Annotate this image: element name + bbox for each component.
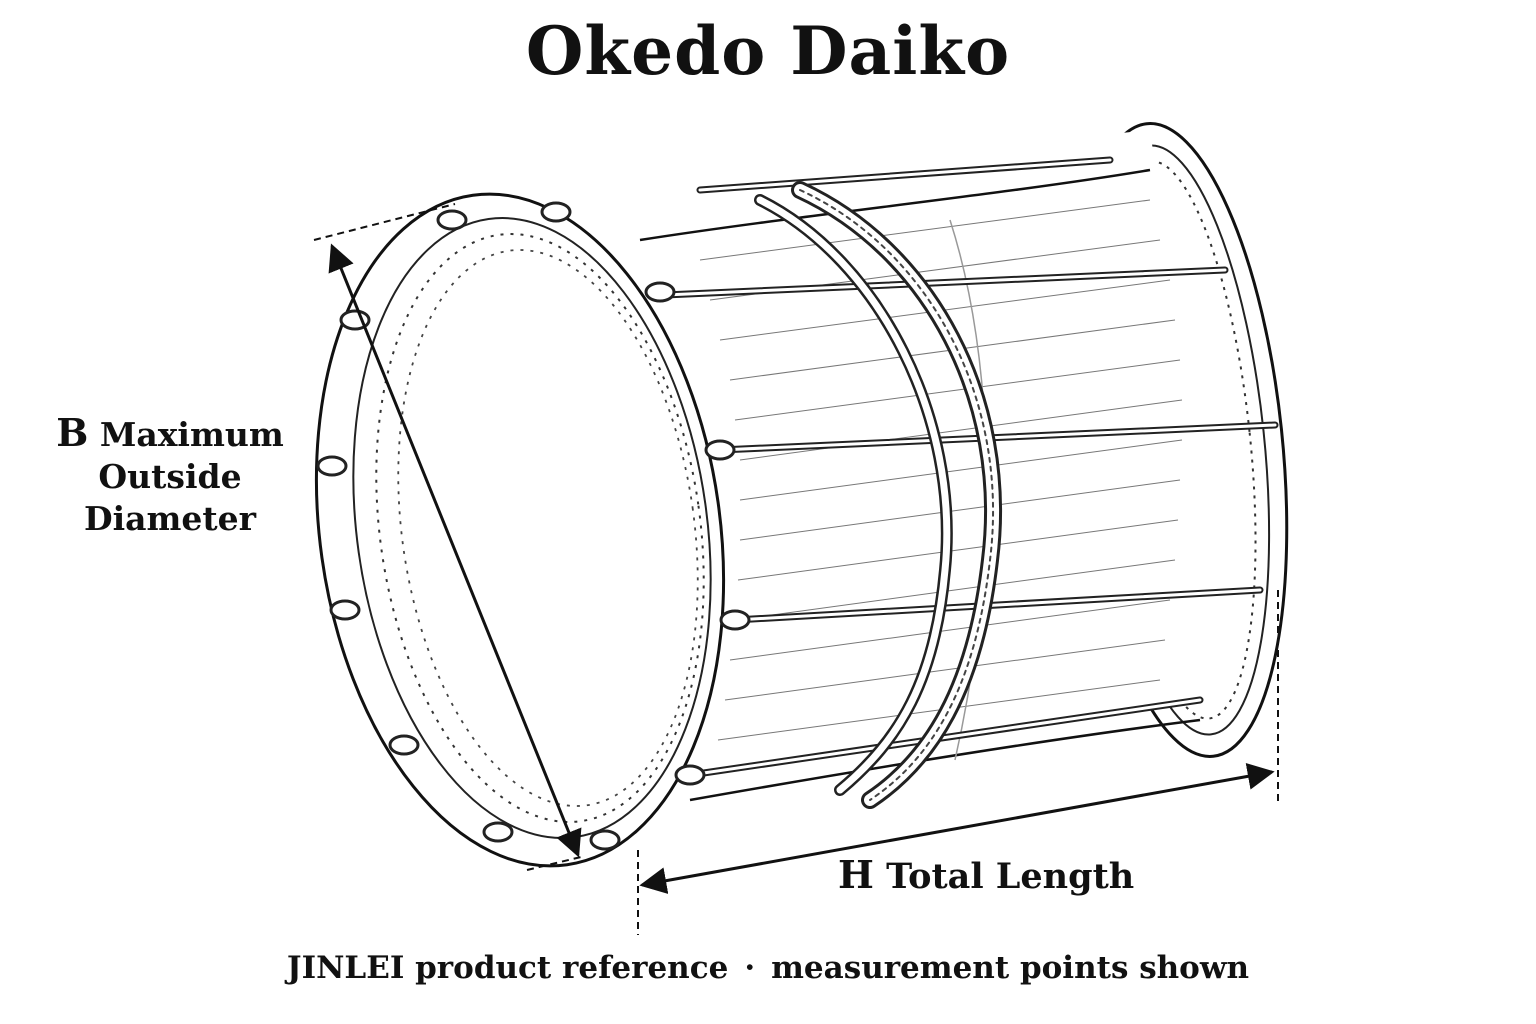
caption-left: JINLEI product reference [286, 950, 729, 986]
length-label-text: Total Length [886, 856, 1135, 897]
diameter-letter: B [56, 410, 89, 455]
caption: JINLEI product reference · measurement poi… [0, 950, 1536, 986]
diameter-label-line1: Maximum [99, 415, 284, 454]
diameter-dimension-b [313, 203, 586, 871]
caption-right: measurement points shown [771, 950, 1250, 986]
diagram-title: Okedo Daiko [525, 12, 1011, 90]
diameter-label-line2: Outside Diameter [83, 457, 257, 538]
length-letter: H [838, 852, 874, 897]
diameter-label: B Maximum Outside Diameter [20, 412, 320, 540]
wrapping-rope [754, 181, 1003, 809]
caption-separator: · [744, 950, 756, 986]
drum-barrel [560, 130, 1230, 850]
length-dimension-h [637, 590, 1279, 935]
length-label: H Total Length [838, 852, 1134, 897]
